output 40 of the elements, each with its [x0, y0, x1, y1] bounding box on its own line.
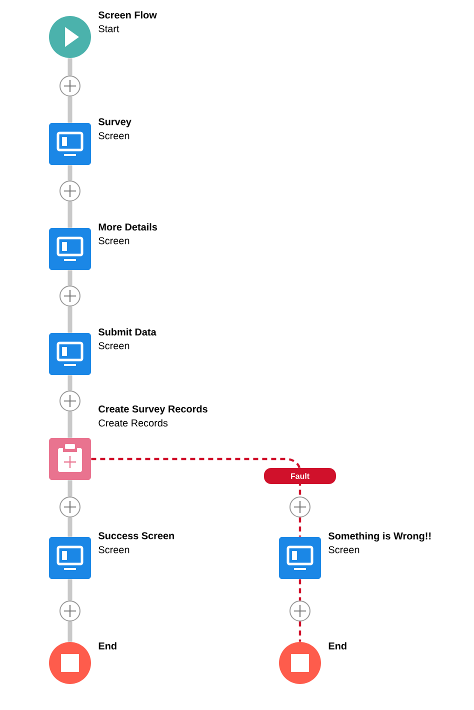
- node-title: Something is Wrong!!: [328, 532, 431, 542]
- node-type: Screen: [98, 132, 130, 140]
- node-type: Screen: [98, 342, 130, 350]
- add-button: [60, 496, 80, 518]
- connector: [68, 58, 72, 76]
- node-title: Submit Data: [98, 328, 156, 336]
- node-title: Survey: [98, 118, 132, 128]
- node-type: Start: [98, 25, 120, 32]
- connector: [68, 202, 72, 228]
- connector: [298, 622, 302, 642]
- connector: [68, 270, 72, 286]
- add-button: [60, 180, 80, 202]
- connector: [68, 518, 72, 537]
- connector: [68, 412, 72, 438]
- add-button: [290, 600, 310, 622]
- node-title: Success Screen: [98, 532, 174, 540]
- node-type: Screen: [328, 546, 360, 554]
- connector: [68, 480, 72, 496]
- node-title: End: [328, 642, 346, 650]
- connector: [91, 458, 302, 496]
- add-button: [290, 496, 310, 518]
- connector: [298, 518, 302, 537]
- add-button: [60, 390, 80, 412]
- node-title: Create Survey Records: [98, 405, 208, 414]
- node-title: Screen Flow: [98, 11, 157, 19]
- connector: [68, 165, 72, 180]
- connector: [298, 579, 302, 600]
- connector: [68, 579, 72, 600]
- node-type: Create Records: [98, 419, 168, 427]
- add-button: [60, 286, 80, 306]
- connector: [68, 96, 72, 123]
- add-button: [60, 600, 80, 622]
- connector: [68, 375, 72, 390]
- node-title: End: [98, 642, 116, 650]
- connector: [68, 622, 72, 642]
- add-button: [60, 76, 80, 96]
- node-title: More Details: [98, 223, 158, 231]
- node-type: Screen: [98, 546, 130, 554]
- node-type: Screen: [98, 237, 130, 244]
- connector: [68, 306, 72, 333]
